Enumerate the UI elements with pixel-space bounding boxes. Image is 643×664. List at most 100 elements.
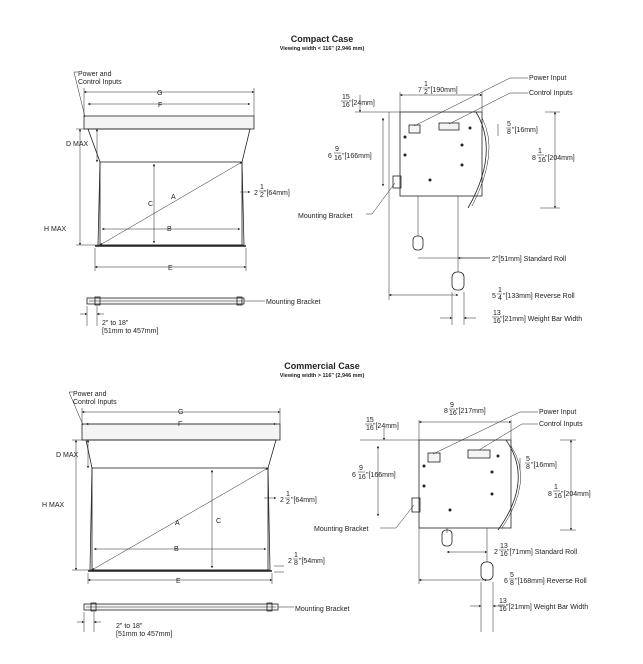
commercial-power-label-2: Control Inputs xyxy=(73,399,117,406)
commercial-front-view: A C B G F E D MAX H MAX Power and Contro… xyxy=(42,391,350,638)
compact-title: Compact Case xyxy=(291,34,354,44)
commercial-side-bracket-label: Mounting Bracket xyxy=(314,526,369,533)
compact-weight-den: 16 xyxy=(493,318,501,325)
commercial-width-mm: "[217mm] xyxy=(456,408,486,415)
compact-side-housing xyxy=(399,111,483,197)
compact-weight-mm: "[21mm] Weight Bar Width xyxy=(500,316,582,323)
compact-drop-mm: "[64mm] xyxy=(264,190,290,197)
compact-left-den: 16 xyxy=(334,155,342,162)
compact-reverse-roll-bar xyxy=(451,271,465,291)
compact-power-label: Power and xyxy=(78,71,112,78)
compact-notch-den: 8 xyxy=(507,129,511,136)
compact-left-mm: "[166mm] xyxy=(342,153,372,160)
commercial-reverse-whole: 6 xyxy=(504,578,508,585)
compact-right-mm: "[204mm] xyxy=(545,155,575,162)
commercial-weight-den: 16 xyxy=(499,606,507,613)
commercial-notch-den: 8 xyxy=(526,464,530,471)
commercial-top-num: 15 xyxy=(366,417,374,424)
compact-side-bracket-label: Mounting Bracket xyxy=(298,213,353,220)
commercial-width-num: 9 xyxy=(450,402,454,409)
commercial-label-e: E xyxy=(176,578,181,585)
compact-side-bracket xyxy=(392,175,402,189)
commercial-bracket-right xyxy=(266,602,273,612)
compact-top-mm: "[24mm] xyxy=(349,100,375,107)
commercial-control-inputs-box xyxy=(467,449,491,459)
commercial-bracket-left xyxy=(90,602,97,612)
commercial-title: Commercial Case xyxy=(284,361,360,371)
compact-weight-num: 13 xyxy=(493,310,501,317)
compact-drop-num: 1 xyxy=(260,184,264,191)
commercial-reverse-den: 8 xyxy=(510,580,514,587)
commercial-range-1: 2" to 18" xyxy=(116,623,143,630)
commercial-bar-num: 1 xyxy=(294,552,298,559)
commercial-label-a: A xyxy=(175,520,180,527)
commercial-label-b: B xyxy=(174,546,179,553)
compact-right-whole: 8 xyxy=(532,155,536,162)
compact-reverse-num: 1 xyxy=(498,287,502,294)
commercial-subtitle: Viewing width > 116" (2,946 mm) xyxy=(280,373,365,379)
commercial-label-h: H MAX xyxy=(42,502,65,509)
commercial-left-whole: 6 xyxy=(352,472,356,479)
commercial-side-bracket xyxy=(411,497,421,513)
compact-label-g: G xyxy=(157,90,162,97)
compact-notch-mm: "[16mm] xyxy=(512,127,538,134)
commercial-reverse-mm: "[168mm] Reverse Roll xyxy=(515,578,587,585)
commercial-drop-num: 1 xyxy=(286,491,290,498)
compact-left-whole: 6 xyxy=(328,153,332,160)
commercial-top-mm: "[24mm] xyxy=(373,423,399,430)
commercial-control-inputs-label: Control Inputs xyxy=(539,421,583,428)
compact-right-den: 16 xyxy=(538,157,546,164)
commercial-standard-num: 13 xyxy=(500,543,508,550)
compact-power-input-label: Power Input xyxy=(529,75,566,82)
commercial-label-d: D MAX xyxy=(56,452,79,459)
compact-diagonal-a xyxy=(99,161,243,246)
commercial-left-mm: "[166mm] xyxy=(366,472,396,479)
compact-power-input-box xyxy=(408,124,421,134)
commercial-label-g: G xyxy=(178,409,183,416)
compact-label-d: D MAX xyxy=(66,141,89,148)
commercial-bar-den: 8 xyxy=(294,560,298,567)
commercial-width-den: 16 xyxy=(449,410,457,417)
compact-case-housing xyxy=(83,115,255,130)
commercial-standard-whole: 2 xyxy=(494,549,498,556)
commercial-drop-mm: "[64mm] xyxy=(291,497,317,504)
compact-control-inputs-box xyxy=(438,122,460,131)
commercial-mounting-bracket-label: Mounting Bracket xyxy=(295,606,350,613)
compact-case-section: Compact Case Viewing width < 116" (2,946… xyxy=(44,34,582,335)
commercial-power-input-label: Power Input xyxy=(539,409,576,416)
compact-width-mm: "[190mm] xyxy=(428,87,458,94)
commercial-drop-whole: 2 xyxy=(280,497,284,504)
compact-right-num: 1 xyxy=(538,148,542,155)
commercial-side-view: 8 9 16 "[217mm] 15 16 "[24mm] 6 9 16 "[1… xyxy=(314,402,591,632)
commercial-right-den: 16 xyxy=(554,493,562,500)
compact-left-num: 9 xyxy=(335,146,339,153)
compact-standard-roll-label: 2"[51mm] Standard Roll xyxy=(492,256,567,263)
compact-mounting-bracket-label: Mounting Bracket xyxy=(266,299,321,306)
commercial-right-num: 1 xyxy=(554,484,558,491)
commercial-reverse-roll-bar xyxy=(480,561,494,581)
compact-drop-whole: 2 xyxy=(254,190,258,197)
compact-label-h: H MAX xyxy=(44,226,67,233)
compact-reverse-den: 4 xyxy=(498,295,502,302)
compact-width-whole: 7 xyxy=(418,87,422,94)
commercial-notch-num: 5 xyxy=(526,456,530,463)
compact-power-leader xyxy=(73,71,86,118)
compact-range-1: 2" to 18" xyxy=(102,320,129,327)
compact-reverse-mm: "[133mm] Reverse Roll xyxy=(503,293,575,300)
commercial-label-c: C xyxy=(216,518,221,525)
commercial-case-drop xyxy=(85,439,277,571)
commercial-label-f: F xyxy=(178,421,182,428)
commercial-bar-whole: 2 xyxy=(288,558,292,565)
compact-width-den: 2 xyxy=(424,89,428,96)
commercial-drop-den: 2 xyxy=(286,499,290,506)
compact-subtitle: Viewing width < 116" (2,946 mm) xyxy=(280,46,365,52)
compact-width-num: 1 xyxy=(424,81,428,88)
commercial-diagonal-a xyxy=(91,467,269,571)
commercial-weight-mm: "[21mm] Weight Bar Width xyxy=(506,604,588,611)
compact-bracket-right xyxy=(236,296,243,306)
compact-reverse-whole: 5 xyxy=(492,293,496,300)
compact-range-2: [51mm to 457mm] xyxy=(102,328,158,335)
commercial-standard-den: 16 xyxy=(500,551,508,558)
compact-control-inputs-label: Control Inputs xyxy=(529,90,573,97)
commercial-standard-mm: "[71mm] Standard Roll xyxy=(507,549,578,556)
